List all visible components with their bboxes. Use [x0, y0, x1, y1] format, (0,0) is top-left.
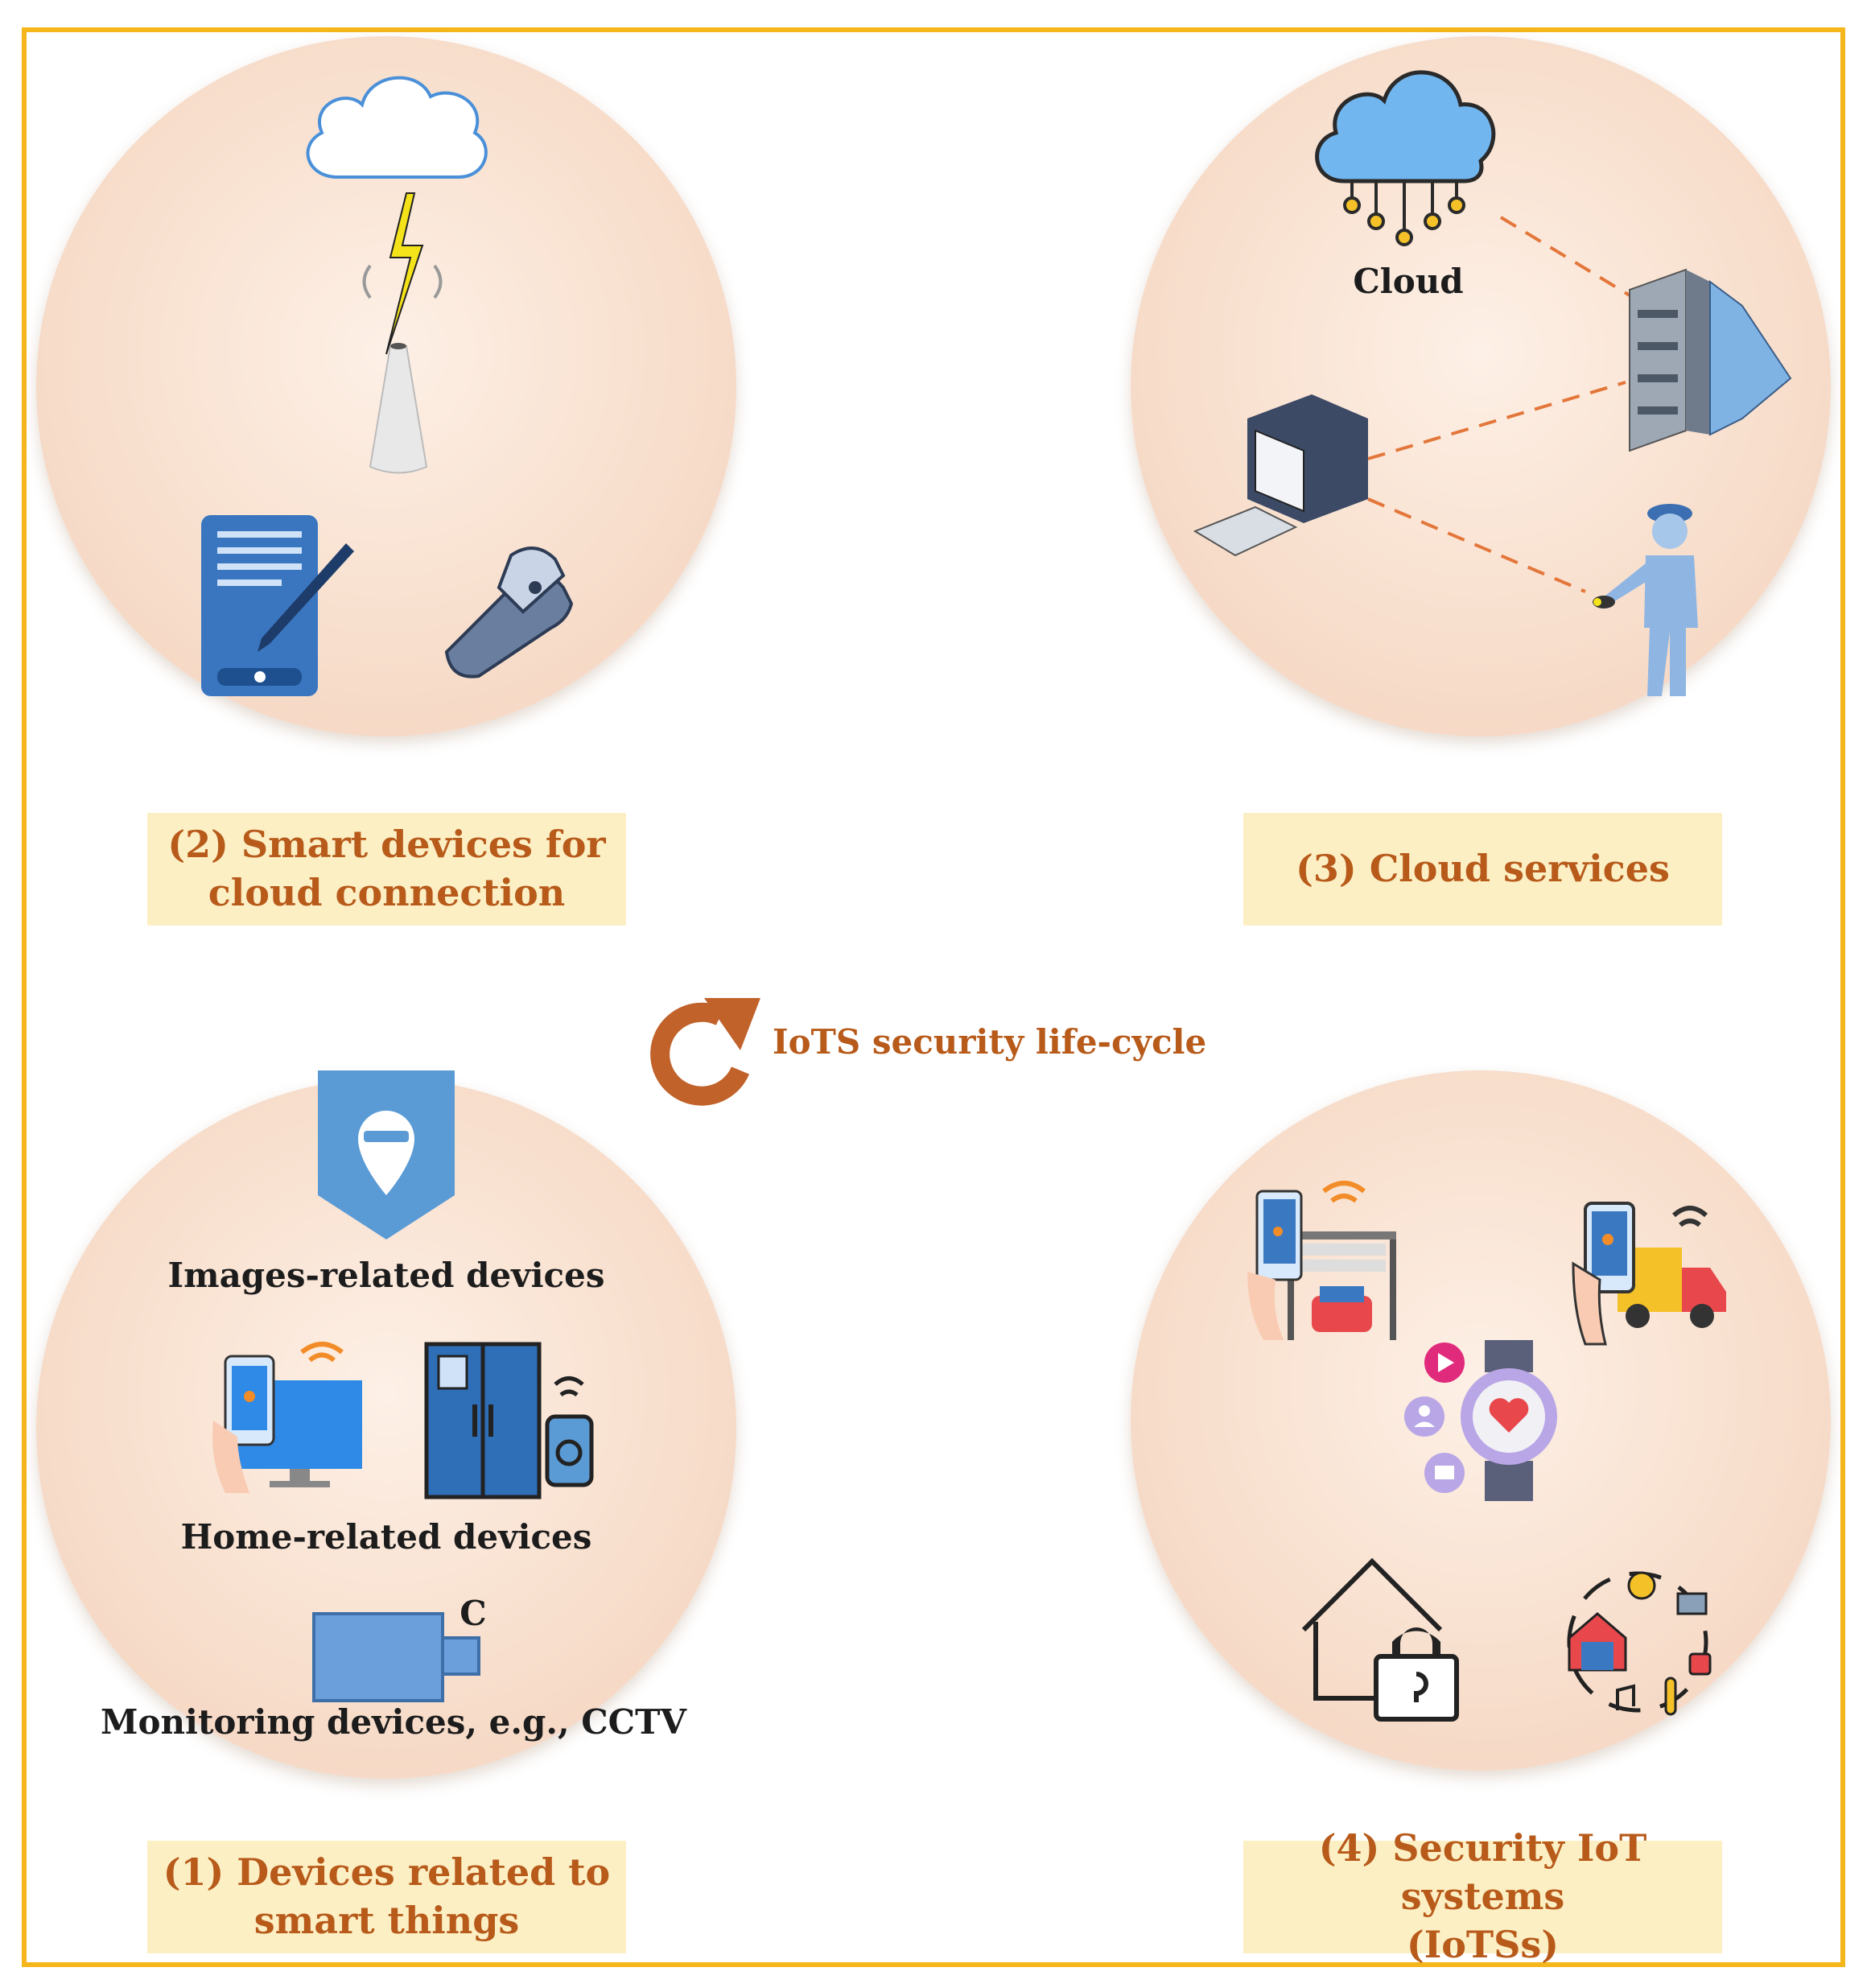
security-guard-icon [1593, 504, 1698, 696]
cloud-circuit-icon [1315, 70, 1496, 246]
dashed-links [1367, 216, 1635, 593]
smart-delivery-truck-icon [1572, 1202, 1726, 1346]
phone-computer-icon [212, 1342, 362, 1493]
cctv-camera-icon [312, 1612, 480, 1702]
label-cloud-services: (3) Cloud services [1243, 813, 1722, 926]
cloud-outline-icon [306, 76, 488, 179]
tablet-pen-icon [201, 515, 354, 696]
camera-letter: C [460, 1594, 487, 1633]
diagram-frame [22, 27, 1845, 1967]
label-devices-things: (1) Devices related to smart things [147, 1841, 626, 1953]
cycle-arrow-icon [650, 998, 760, 1106]
label-smart-devices: (2) Smart devices for cloud connection [147, 813, 626, 926]
home-related-text: Home-related devices [180, 1517, 592, 1557]
flip-phone-icon [444, 546, 574, 678]
smart-garage-icon [1247, 1181, 1396, 1340]
cloud-text: Cloud [1353, 262, 1464, 301]
desktop-computer-icon [1193, 394, 1368, 557]
smartwatch-icon [1404, 1340, 1557, 1501]
refrigerator-icon [424, 1342, 594, 1499]
house-lock-icon [1301, 1557, 1459, 1722]
monitoring-devices-text: Monitoring devices, e.g., CCTV [101, 1702, 686, 1742]
label-security-iot: (4) Security IoT systems (IoTSs) [1243, 1826, 1722, 1966]
location-pin-icon [318, 1070, 455, 1239]
cycle-label: IoTS security life-cycle [773, 1022, 1207, 1062]
server-rack-icon [1629, 268, 1792, 452]
antenna-tower-icon [369, 343, 428, 474]
images-related-text: Images-related devices [167, 1256, 605, 1295]
smart-home-cycle-icon [1567, 1571, 1712, 1716]
lightning-icon [362, 192, 443, 355]
